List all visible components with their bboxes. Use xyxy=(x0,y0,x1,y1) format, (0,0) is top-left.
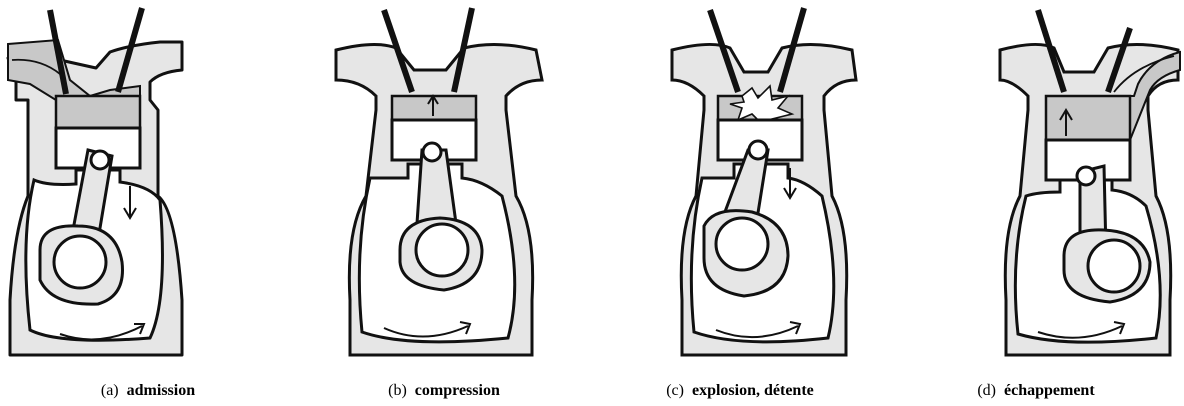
caption-echappement: (d) échappement xyxy=(888,382,1184,400)
panel-compression: (b) compression xyxy=(296,0,592,406)
caption-name: explosion, détente xyxy=(692,382,814,399)
caption-name: compression xyxy=(415,382,500,399)
crankshaft-journal xyxy=(54,236,106,288)
combustion-chamber xyxy=(56,96,140,128)
panel-explosion-detente: (c) explosion, détente xyxy=(592,0,888,406)
panel-echappement: (d) échappement xyxy=(888,0,1184,406)
engine-compression-diagram xyxy=(296,0,592,380)
caption-admission: (a) admission xyxy=(0,382,296,400)
caption-letter: (a) xyxy=(101,382,119,399)
wrist-pin xyxy=(1077,167,1095,185)
crankshaft-journal xyxy=(416,224,468,276)
panel-admission: (a) admission xyxy=(0,0,296,406)
engine-admission-diagram xyxy=(0,0,296,380)
caption-letter: (c) xyxy=(666,382,684,399)
caption-compression: (b) compression xyxy=(296,382,592,400)
wrist-pin xyxy=(91,151,109,169)
caption-name: échappement xyxy=(1004,382,1095,399)
caption-letter: (d) xyxy=(977,382,996,399)
crankshaft-journal xyxy=(716,218,768,270)
engine-exhaust-diagram xyxy=(888,0,1184,380)
caption-letter: (b) xyxy=(388,382,407,399)
crankshaft-journal xyxy=(1088,240,1140,292)
wrist-pin xyxy=(423,143,441,161)
combustion-chamber xyxy=(1046,96,1130,140)
caption-explosion-detente: (c) explosion, détente xyxy=(592,382,888,400)
engine-explosion-diagram xyxy=(592,0,888,380)
wrist-pin xyxy=(749,141,767,159)
caption-name: admission xyxy=(127,382,195,399)
